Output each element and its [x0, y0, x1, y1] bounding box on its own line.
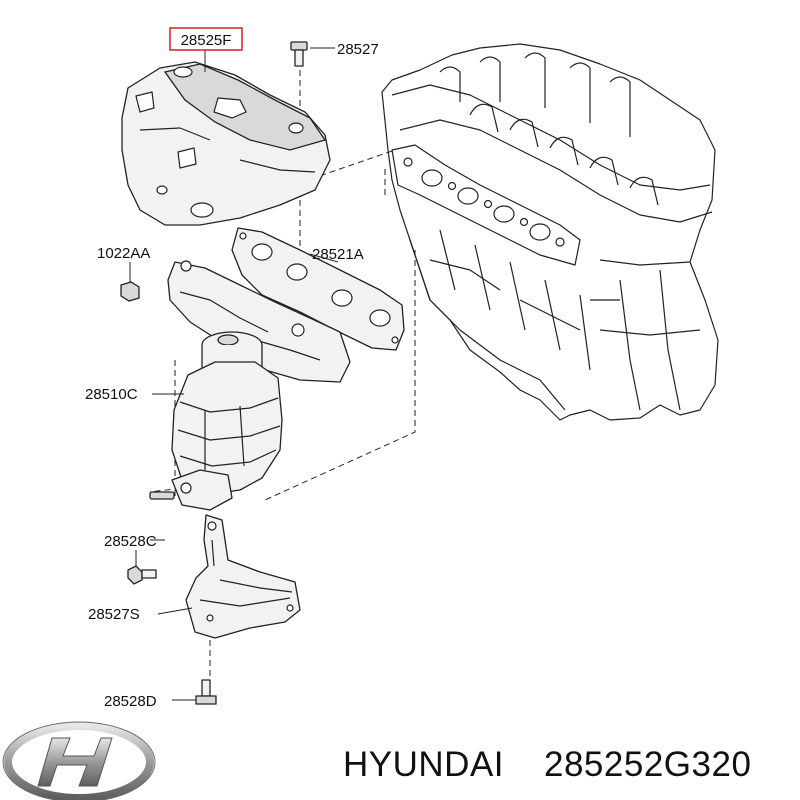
brand-name: HYUNDAI [343, 745, 504, 784]
callout-bracket-bolt-upper: 28528C [104, 533, 157, 550]
manifold-nut [120, 281, 140, 302]
callout-shield-bolt: 28527 [337, 41, 379, 58]
part-number: 285252G320 [544, 745, 751, 784]
callout-nut: 1022AA [97, 245, 150, 262]
support-bracket [185, 514, 301, 639]
callout-support-bracket: 28527S [88, 606, 140, 623]
leader-lines [129, 47, 339, 701]
bracket-bolt-lower [195, 679, 217, 705]
callout-catalytic-manifold: 28510C [85, 386, 138, 403]
callout-heat-shield: 28525F [181, 32, 232, 49]
bracket-bolt-upper [127, 565, 157, 585]
exhaust-gasket [231, 227, 405, 351]
callout-bracket-bolt-lower: 28528D [104, 693, 157, 710]
hyundai-logo-icon [2, 721, 156, 800]
catalytic-manifold [149, 260, 351, 511]
callout-gasket: 28521A [312, 246, 364, 263]
callout-highlight-box [169, 27, 243, 51]
shield-bolt [290, 41, 308, 67]
engine-block [381, 43, 719, 421]
heat-shield [121, 61, 331, 226]
